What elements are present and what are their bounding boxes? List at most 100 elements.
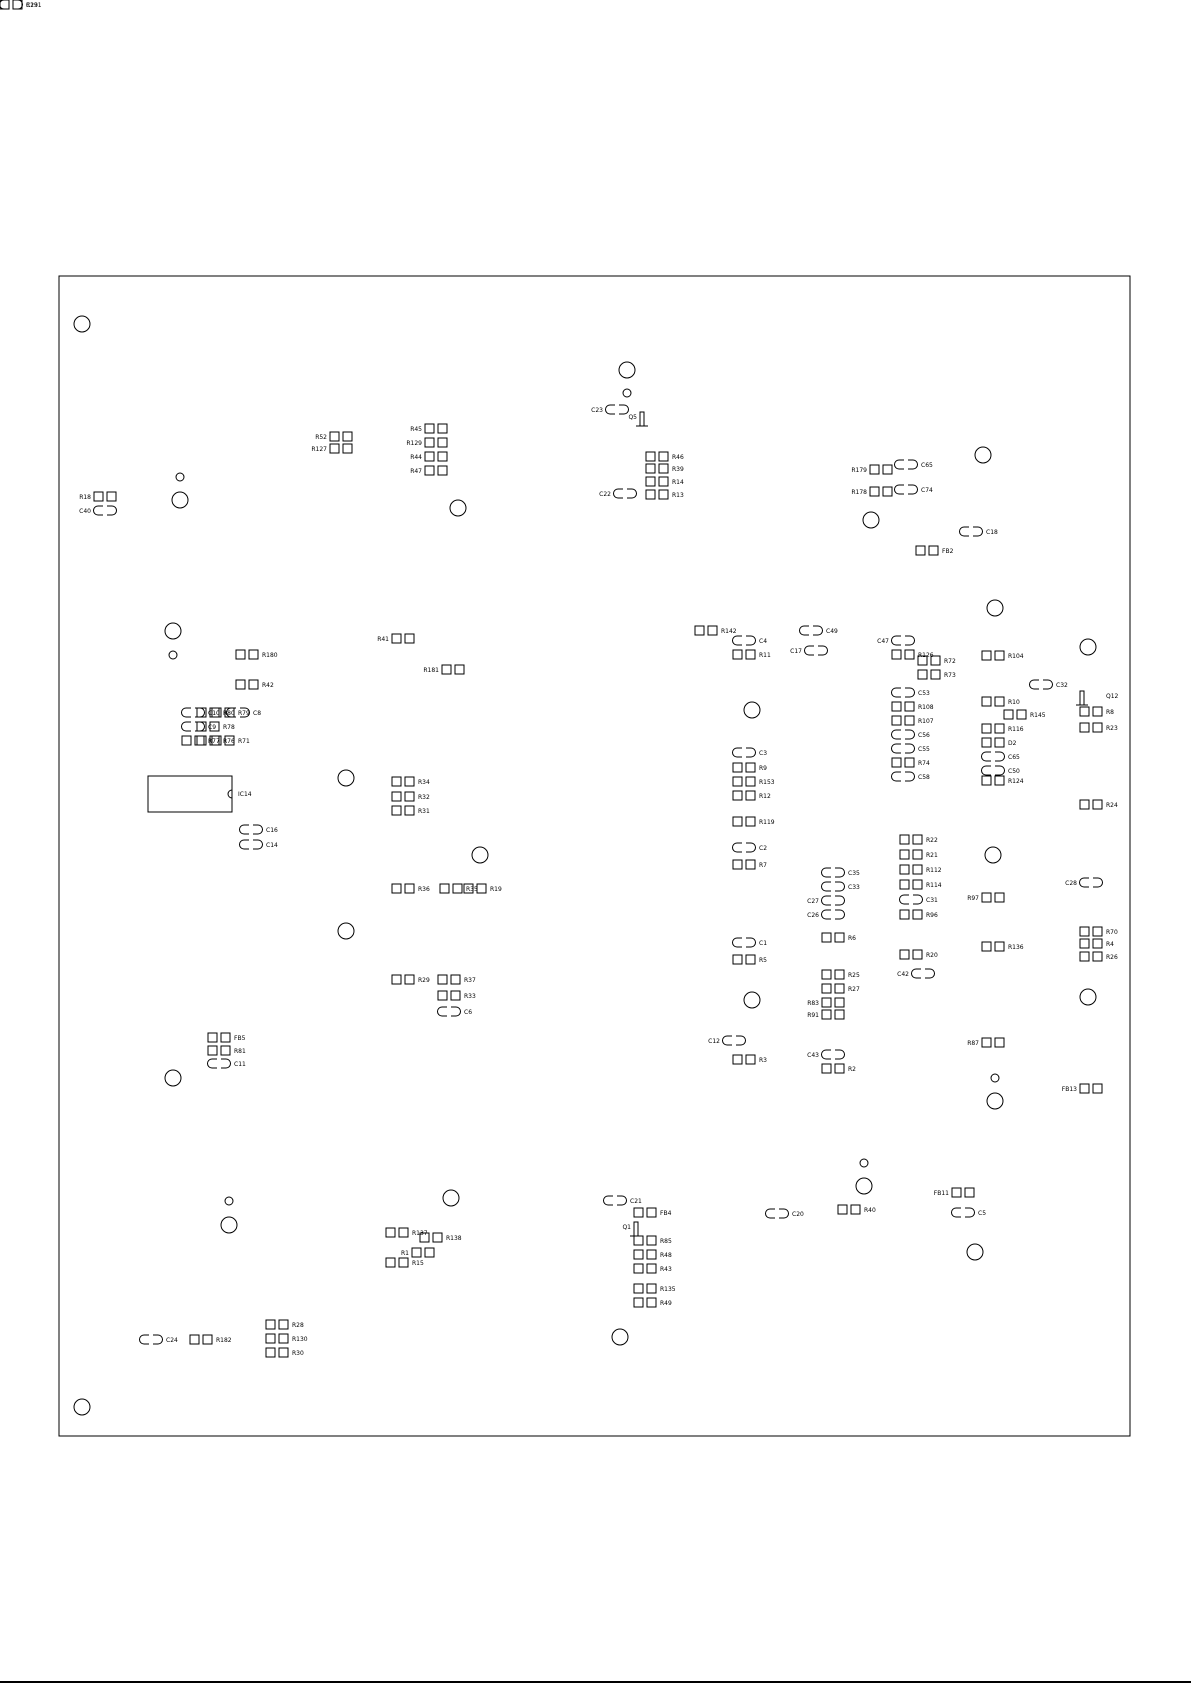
pad-b <box>908 459 918 470</box>
ic-body <box>147 775 233 813</box>
pad-a <box>891 687 901 698</box>
footprint-c31: C31 <box>899 894 938 905</box>
footprint-r91: R91 <box>807 1009 845 1020</box>
pad-b <box>994 775 1005 786</box>
footprint-c50: C50 <box>981 765 1020 776</box>
pad-a <box>613 488 623 499</box>
pad-a <box>235 679 246 690</box>
ref-label: R6 <box>848 935 856 942</box>
pad-a <box>463 883 474 894</box>
via-hole <box>859 1158 869 1168</box>
footprint-r5: R5 <box>732 954 767 965</box>
pad-a <box>915 545 926 556</box>
footprint-r27: R27 <box>821 983 860 994</box>
pad-a <box>424 451 435 462</box>
ref-label: Q5 <box>628 414 637 421</box>
ref-label: R135 <box>660 1286 676 1293</box>
pad-b <box>779 1208 789 1219</box>
pad-b <box>835 881 845 892</box>
ref-label: R10 <box>1008 699 1020 706</box>
ref-label: C49 <box>826 628 838 635</box>
pad-a <box>891 649 902 660</box>
ref-label: R114 <box>926 882 942 889</box>
pad-a <box>391 805 402 816</box>
pad-a <box>441 664 452 675</box>
pad-b <box>850 1204 861 1215</box>
ref-label: C11 <box>234 1061 246 1068</box>
ref-label: R31 <box>418 808 430 815</box>
ref-label: R142 <box>721 628 737 635</box>
pad-b <box>994 650 1005 661</box>
pad-a <box>732 937 742 948</box>
pad-a <box>1079 706 1090 717</box>
footprint-r182: R182 <box>189 1334 232 1345</box>
footprint-c58: C58 <box>891 771 930 782</box>
footprint-c35: C35 <box>821 867 860 878</box>
ref-label: C22 <box>599 491 611 498</box>
pad-b <box>745 954 756 965</box>
footprint-r181: R181 <box>423 664 465 675</box>
pad-a <box>196 707 207 718</box>
pad-a <box>1079 877 1089 888</box>
pad-a <box>0 0 10 10</box>
ref-label: R44 <box>410 454 422 461</box>
pad-a <box>891 701 902 712</box>
mounting-hole <box>611 1328 629 1346</box>
ref-label: R79 <box>238 710 250 717</box>
ref-label: R34 <box>418 779 430 786</box>
ref-label: R3 <box>759 1057 767 1064</box>
pad-a <box>732 816 743 827</box>
pad-a <box>981 765 991 776</box>
ref-label: R138 <box>446 1235 462 1242</box>
ref-label: FB11 <box>934 1190 949 1197</box>
pad-b <box>994 696 1005 707</box>
pad-b <box>248 649 259 660</box>
pad-b <box>1092 926 1103 937</box>
footprint-r129: R129 <box>406 437 448 448</box>
pad-b <box>913 894 923 905</box>
pad-a <box>265 1319 276 1330</box>
footprint-c27: C27 <box>807 895 845 906</box>
pad-b <box>930 669 941 680</box>
footprint-c18: C18 <box>959 526 998 537</box>
ref-label: C5 <box>978 1210 986 1217</box>
ref-label: FB5 <box>234 1035 246 1042</box>
ref-label: R20 <box>926 952 938 959</box>
pad-a <box>899 849 910 860</box>
pad-b <box>194 735 205 746</box>
ref-label: R19 <box>490 886 502 893</box>
pad-a <box>821 895 831 906</box>
pad-a <box>821 881 831 892</box>
pad-a <box>959 526 969 537</box>
mounting-hole <box>171 491 189 509</box>
ref-label: R136 <box>1008 944 1024 951</box>
pad-b <box>424 1247 435 1258</box>
pad-b <box>905 771 915 782</box>
mounting-hole <box>1079 638 1097 656</box>
ref-label: C50 <box>1008 768 1020 775</box>
pad-a <box>732 859 743 870</box>
ref-label: R124 <box>1008 778 1024 785</box>
footprint-c74: C74 <box>894 484 933 495</box>
footprint-r83: R83 <box>807 997 845 1008</box>
pad-a <box>265 1333 276 1344</box>
mounting-hole <box>73 315 91 333</box>
pad-a <box>981 892 992 903</box>
pad-b <box>904 757 915 768</box>
pad-a <box>633 1283 644 1294</box>
pad-b <box>398 1227 409 1238</box>
footprint-c3: C3 <box>732 747 767 758</box>
ref-label: Q12 <box>1106 693 1119 700</box>
ref-label: R127 <box>311 446 327 453</box>
footprint-c9: C9 <box>181 721 216 732</box>
pad-b <box>202 1334 213 1345</box>
pad-b <box>646 1297 657 1308</box>
pad-a <box>181 721 191 732</box>
ref-label: C56 <box>918 732 930 739</box>
footprint-ic14: IC14 <box>147 775 252 813</box>
footprint-r104: R104 <box>981 650 1024 661</box>
page-bottom-rule <box>0 1681 1191 1683</box>
footprint-r124: R124 <box>981 775 1024 786</box>
pad-b <box>209 721 220 732</box>
pad-b <box>994 723 1005 734</box>
